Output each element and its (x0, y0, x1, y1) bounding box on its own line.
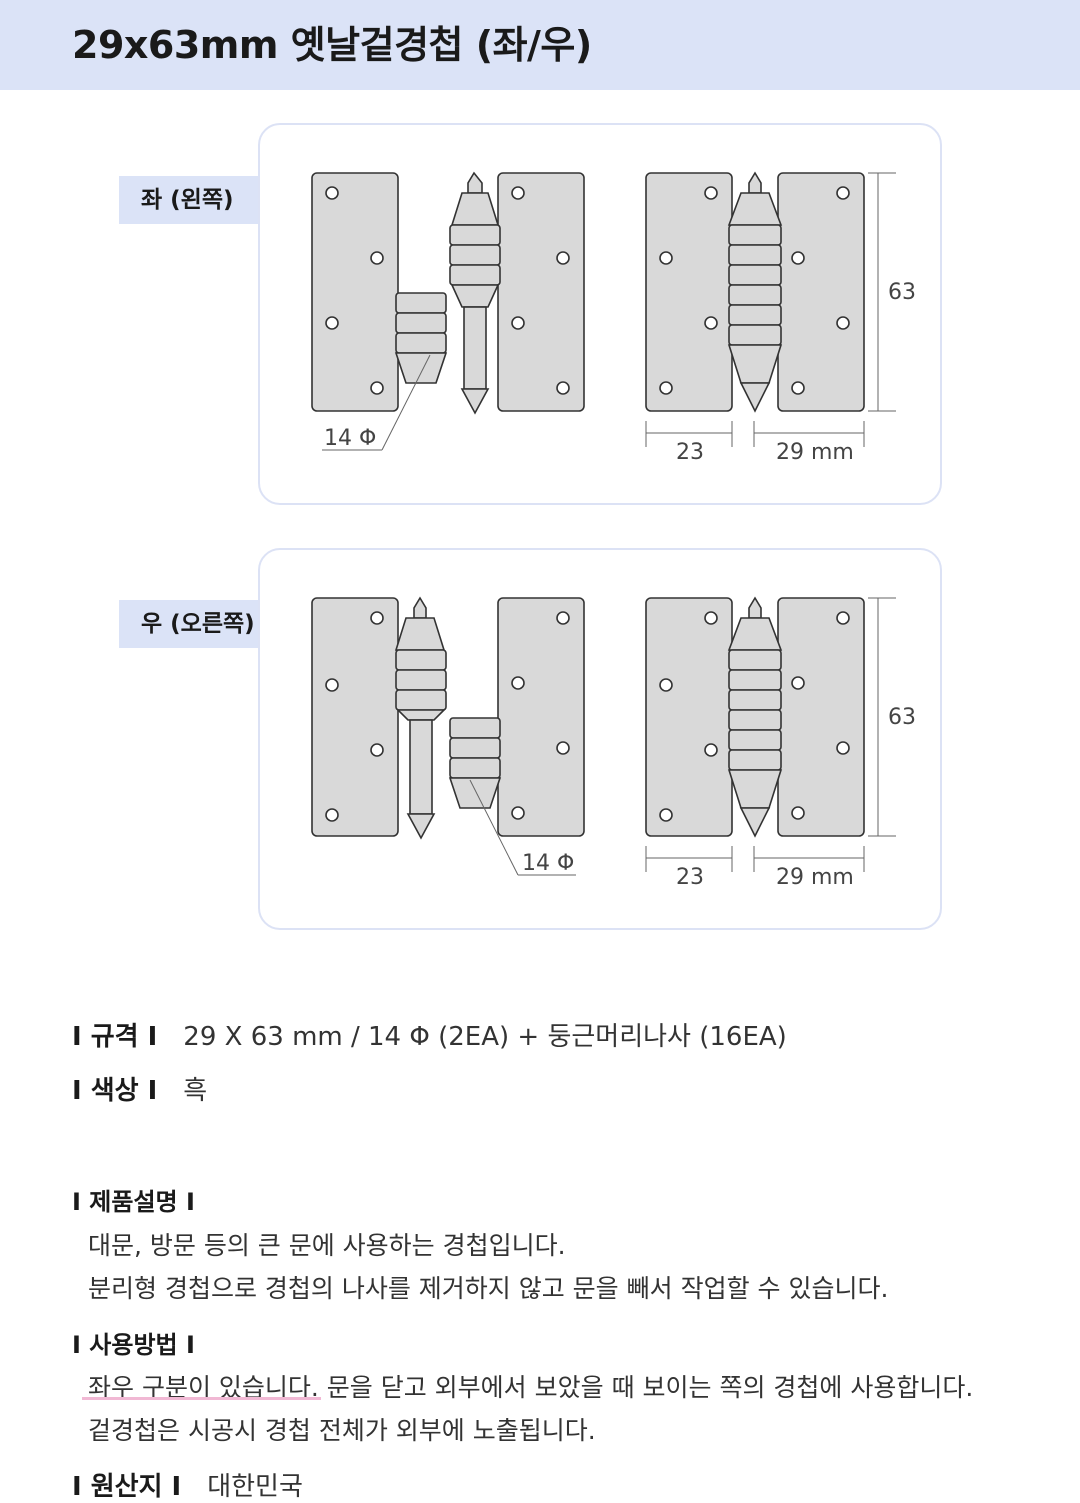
hinge-plate (645, 597, 733, 837)
origin-value: 대한민국 (207, 1472, 303, 1502)
usage-line-1: 좌우 구분이 있습니다. 문을 닫고 외부에서 보았을 때 보이는 쪽의 경첩에… (88, 1368, 973, 1404)
header-bar: 29x63mm 옛날겉경첩 (좌/우) (0, 0, 1080, 90)
description-line-2: 분리형 경첩으로 경첩의 나사를 제거하지 않고 문을 빼서 작업할 수 있습니… (88, 1274, 889, 1303)
hinge-plate (645, 172, 733, 412)
hinge-plate (311, 597, 399, 837)
left-hinge-diagram: 14 Φ 63 23 29 mm (311, 171, 916, 465)
height-label: 63 (888, 705, 916, 730)
hinge-plate (497, 597, 585, 837)
diameter-label: 14 Φ (324, 426, 376, 451)
width-left-label: 23 (676, 440, 704, 465)
usage-title: I 사용방법 I (72, 1331, 195, 1359)
width-right-label: 29 mm (776, 865, 854, 890)
left-hinge-panel: 14 Φ 63 23 29 mm (258, 123, 942, 505)
page-title: 29x63mm 옛날겉경첩 (좌/우) (72, 23, 592, 67)
spec-size-key: I 규격 I (72, 1022, 158, 1052)
hinge-plate (777, 172, 865, 412)
spec-size-row: I 규격 I 29 X 63 mm / 14 Φ (2EA) + 둥근머리나사 (… (72, 1016, 787, 1053)
right-hinge-panel: 14 Φ 63 23 29 mm (258, 548, 942, 930)
spec-color-key: I 색상 I (72, 1076, 158, 1106)
usage-highlight: 좌우 구분이 있습니다. (88, 1373, 319, 1402)
spec-size-value: 29 X 63 mm / 14 Φ (2EA) + 둥근머리나사 (16EA) (183, 1022, 787, 1052)
width-left-label: 23 (676, 865, 704, 890)
width-right-label: 29 mm (776, 440, 854, 465)
origin-row: I 원산지 I 대한민국 (72, 1466, 303, 1503)
diameter-label: 14 Φ (522, 851, 574, 876)
hinge-plate (311, 172, 399, 412)
origin-key: I 원산지 I (72, 1472, 182, 1502)
left-hinge-label: 좌 (왼쪽) (119, 176, 259, 224)
hinge-plate (777, 597, 865, 837)
right-hinge-diagram: 14 Φ 63 23 29 mm (311, 596, 916, 890)
spec-color-row: I 색상 I 흑 (72, 1070, 207, 1107)
usage-line-1-rest: 문을 닫고 외부에서 보았을 때 보이는 쪽의 경첩에 사용합니다. (318, 1373, 974, 1402)
description-title: I 제품설명 I (72, 1188, 195, 1216)
usage-line-2: 겉경첩은 시공시 경첩 전체가 외부에 노출됩니다. (88, 1416, 596, 1445)
height-label: 63 (888, 280, 916, 305)
spec-color-value: 흑 (183, 1076, 208, 1106)
hinge-plate (497, 172, 585, 412)
description-line-1: 대문, 방문 등의 큰 문에 사용하는 경첩입니다. (88, 1231, 566, 1260)
right-hinge-label: 우 (오른쪽) (119, 600, 259, 648)
